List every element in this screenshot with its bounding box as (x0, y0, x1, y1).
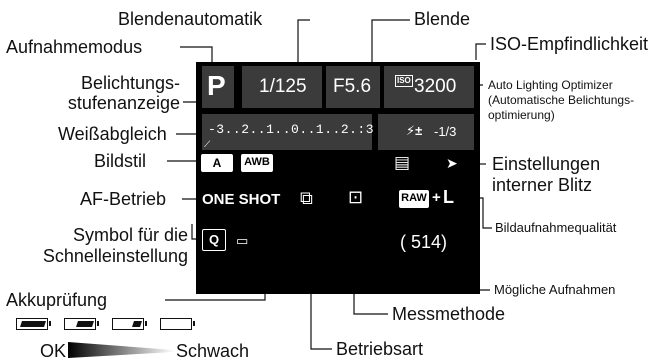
battery-level-two-thirds (64, 318, 99, 330)
possible-shots: ( 514) (400, 232, 448, 252)
battery-fill (132, 321, 142, 327)
battery-level-full (16, 318, 51, 330)
label-belichtung-1: Belichtungs- (80, 73, 180, 93)
label-alo-3: optimierung) (488, 108, 555, 122)
label-blitz-2: interner Blitz (492, 175, 593, 195)
metering-mode-icon: ⊡ (348, 187, 364, 207)
label-alo-2: (Automatische Belichtungs- (488, 93, 635, 107)
picture-style-icon: A (201, 154, 233, 172)
label-ok: OK (40, 341, 67, 361)
flash-compensation-icon: ⚡± (406, 123, 423, 138)
label-blende: Blende (414, 9, 471, 29)
shutter-speed: 1/125 (259, 76, 307, 97)
label-schwach: Schwach (176, 341, 250, 361)
battery-fill (76, 321, 94, 327)
label-af-betrieb: AF-Betrieb (80, 189, 167, 209)
drive-mode-icon: ⧉ (300, 188, 313, 208)
exposure-level-scale: -3..2..1..0..1..2.:3 (208, 122, 375, 137)
label-betriebsart: Betriebsart (336, 339, 424, 359)
label-moegliche-aufnahmen: Mögliche Aufnahmen (494, 282, 616, 297)
internal-flash-icon: ➤ (446, 155, 458, 171)
label-alo-1: Auto Lighting Optimizer (488, 78, 613, 92)
image-size: L (443, 187, 454, 207)
picture-style-value: A (212, 156, 222, 170)
white-balance-chip: AWB (241, 154, 273, 172)
af-mode: ONE SHOT (202, 191, 281, 208)
label-aufnahmemodus: Aufnahmemodus (6, 37, 143, 57)
battery-strength-wedge (68, 342, 174, 358)
q-icon: Q (202, 229, 226, 251)
iso-badge: ISO (395, 75, 413, 87)
label-akkupruefung: Akkuprüfung (6, 290, 108, 310)
label-q-2: Schnelleinstellung (42, 246, 188, 266)
battery-fill (20, 321, 46, 327)
aperture-value: F5.6 (333, 76, 372, 97)
battery-icon: ▭ (236, 233, 249, 248)
label-bildstil: Bildstil (94, 151, 147, 171)
label-q-1: Symbol für die (72, 225, 188, 245)
alo-icon: ▤ (394, 153, 411, 172)
battery-level-empty (160, 318, 195, 330)
scale-edge-icon: ⟋ (204, 139, 211, 149)
label-blendenautomatik: Blendenautomatik (118, 9, 263, 29)
label-bildaufnahmequalitaet: Bildaufnahmequalität (495, 220, 617, 235)
label-weissabgleich: Weißabgleich (58, 124, 167, 144)
shooting-mode: P (207, 70, 226, 101)
raw-badge: RAW (399, 190, 429, 208)
label-messmethode: Messmethode (392, 304, 506, 324)
label-blitz-1: Einstellungen (492, 154, 601, 174)
label-belichtung-2: stufenanzeige (67, 93, 180, 113)
camera-lcd-screen: P 1/125 F5.6 ISO 3200 -3..2..1..0..1..2.… (196, 62, 480, 294)
battery-level-one-third (112, 318, 147, 330)
quality-plus-icon: + (432, 189, 441, 206)
iso-value: 3200 (414, 76, 457, 97)
label-iso: ISO-Empfindlichkeit (490, 34, 649, 54)
flash-compensation-value: -1/3 (434, 124, 457, 139)
